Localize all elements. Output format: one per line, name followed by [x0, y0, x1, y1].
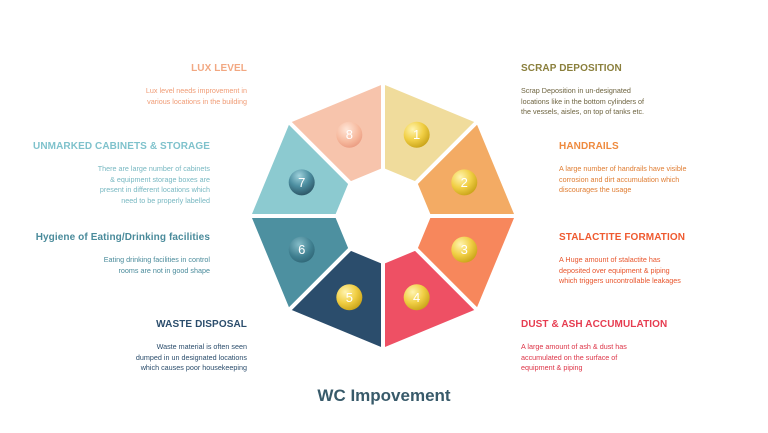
heading-stalactite-formation: STALACTITE FORMATION — [559, 232, 686, 243]
line: deposited over equipment & piping — [559, 265, 670, 275]
line: Waste material is often seen — [156, 342, 247, 351]
line: which triggers uncontrollable leakages — [559, 276, 681, 286]
line: present in different locations which — [99, 185, 210, 195]
number-badge-7 — [288, 169, 315, 196]
line: corrosion and dirt accumulation which — [559, 174, 680, 184]
number-label-8: 8 — [346, 127, 353, 142]
line: discourages the usage — [559, 185, 632, 195]
item-lux-level: LUX LEVEL Lux level needs improvement in… — [27, 63, 247, 107]
number-badge-8 — [336, 121, 363, 148]
item-waste-disposal: WASTE DISPOSAL Waste material is often s… — [27, 319, 247, 374]
item-unmarked-cabinets: UNMARKED CABINETS & STORAGE There are la… — [10, 141, 210, 206]
item-stalactite-formation: STALACTITE FORMATION A Huge amount of st… — [559, 232, 759, 287]
line: Lux level needs improvement in — [145, 86, 247, 95]
line: equipment & piping — [521, 363, 583, 373]
heading-scrap-deposition: SCRAP DEPOSITION — [521, 63, 622, 74]
line: Scrap Deposition in un-designated — [521, 86, 631, 95]
item-handrails: HANDRAILS A large number of handrails ha… — [559, 141, 759, 196]
number-badge-6 — [288, 236, 315, 263]
line: the vessels, aisles, on top of tanks etc… — [521, 107, 645, 117]
description-lux-level: Lux level needs improvement in various l… — [27, 86, 247, 107]
number-label-5: 5 — [346, 290, 353, 305]
heading-unmarked-cabinets: UNMARKED CABINETS & STORAGE — [33, 141, 210, 152]
line: various locations in the building — [147, 96, 247, 106]
line: accumulated on the surface of — [521, 352, 618, 362]
item-scrap-deposition: SCRAP DEPOSITION Scrap Deposition in un-… — [521, 63, 741, 118]
heading-lux-level: LUX LEVEL — [191, 63, 247, 74]
line: need to be properly labelled — [121, 195, 210, 205]
line: A Huge amount of stalactite has — [559, 255, 661, 264]
description-unmarked-cabinets: There are large number of cabinets & equ… — [10, 164, 210, 206]
line: A large number of handrails have visible — [559, 164, 687, 173]
number-label-1: 1 — [413, 127, 420, 142]
line: rooms are not in good shape — [118, 265, 210, 275]
heading-waste-disposal: WASTE DISPOSAL — [156, 319, 247, 330]
description-handrails: A large number of handrails have visible… — [559, 164, 759, 196]
description-dust-ash-accumulation: A large amount of ash & dust has accumul… — [521, 342, 741, 374]
number-badge-4 — [403, 284, 430, 311]
item-hygiene-eating-drinking: Hygiene of Eating/Drinking facilities Ea… — [10, 232, 210, 276]
line: locations like in the bottom cylinders o… — [521, 96, 645, 106]
number-badge-3 — [451, 236, 478, 263]
description-scrap-deposition: Scrap Deposition in un-designated locati… — [521, 86, 741, 118]
number-label-6: 6 — [298, 242, 305, 257]
line: which causes poor housekeeping — [140, 363, 247, 373]
number-badge-2 — [451, 169, 478, 196]
heading-dust-ash-accumulation: DUST & ASH ACCUMULATION — [521, 319, 668, 330]
description-hygiene-eating-drinking: Eating drinking facilities in control ro… — [10, 255, 210, 276]
description-waste-disposal: Waste material is often seen dumped in u… — [27, 342, 247, 374]
segment-8 — [284, 79, 385, 186]
description-stalactite-formation: A Huge amount of stalactite has deposite… — [559, 255, 759, 287]
number-badge-1 — [403, 121, 430, 148]
item-dust-ash-accumulation: DUST & ASH ACCUMULATION A large amount o… — [521, 319, 741, 374]
heading-handrails: HANDRAILS — [559, 141, 619, 152]
line: A large amount of ash & dust has — [521, 342, 627, 351]
number-label-2: 2 — [461, 175, 468, 190]
diagram-title: WC Impovement — [317, 386, 451, 405]
line: There are large number of cabinets — [97, 164, 210, 173]
line: dumped in un designated locations — [135, 352, 247, 362]
line: & equipment storage boxes are — [110, 174, 210, 184]
line: Eating drinking facilities in control — [103, 255, 210, 264]
number-badge-5 — [336, 284, 363, 311]
number-label-4: 4 — [413, 290, 420, 305]
heading-hygiene-eating-drinking: Hygiene of Eating/Drinking facilities — [35, 232, 210, 243]
number-label-7: 7 — [298, 175, 305, 190]
number-label-3: 3 — [461, 242, 468, 257]
